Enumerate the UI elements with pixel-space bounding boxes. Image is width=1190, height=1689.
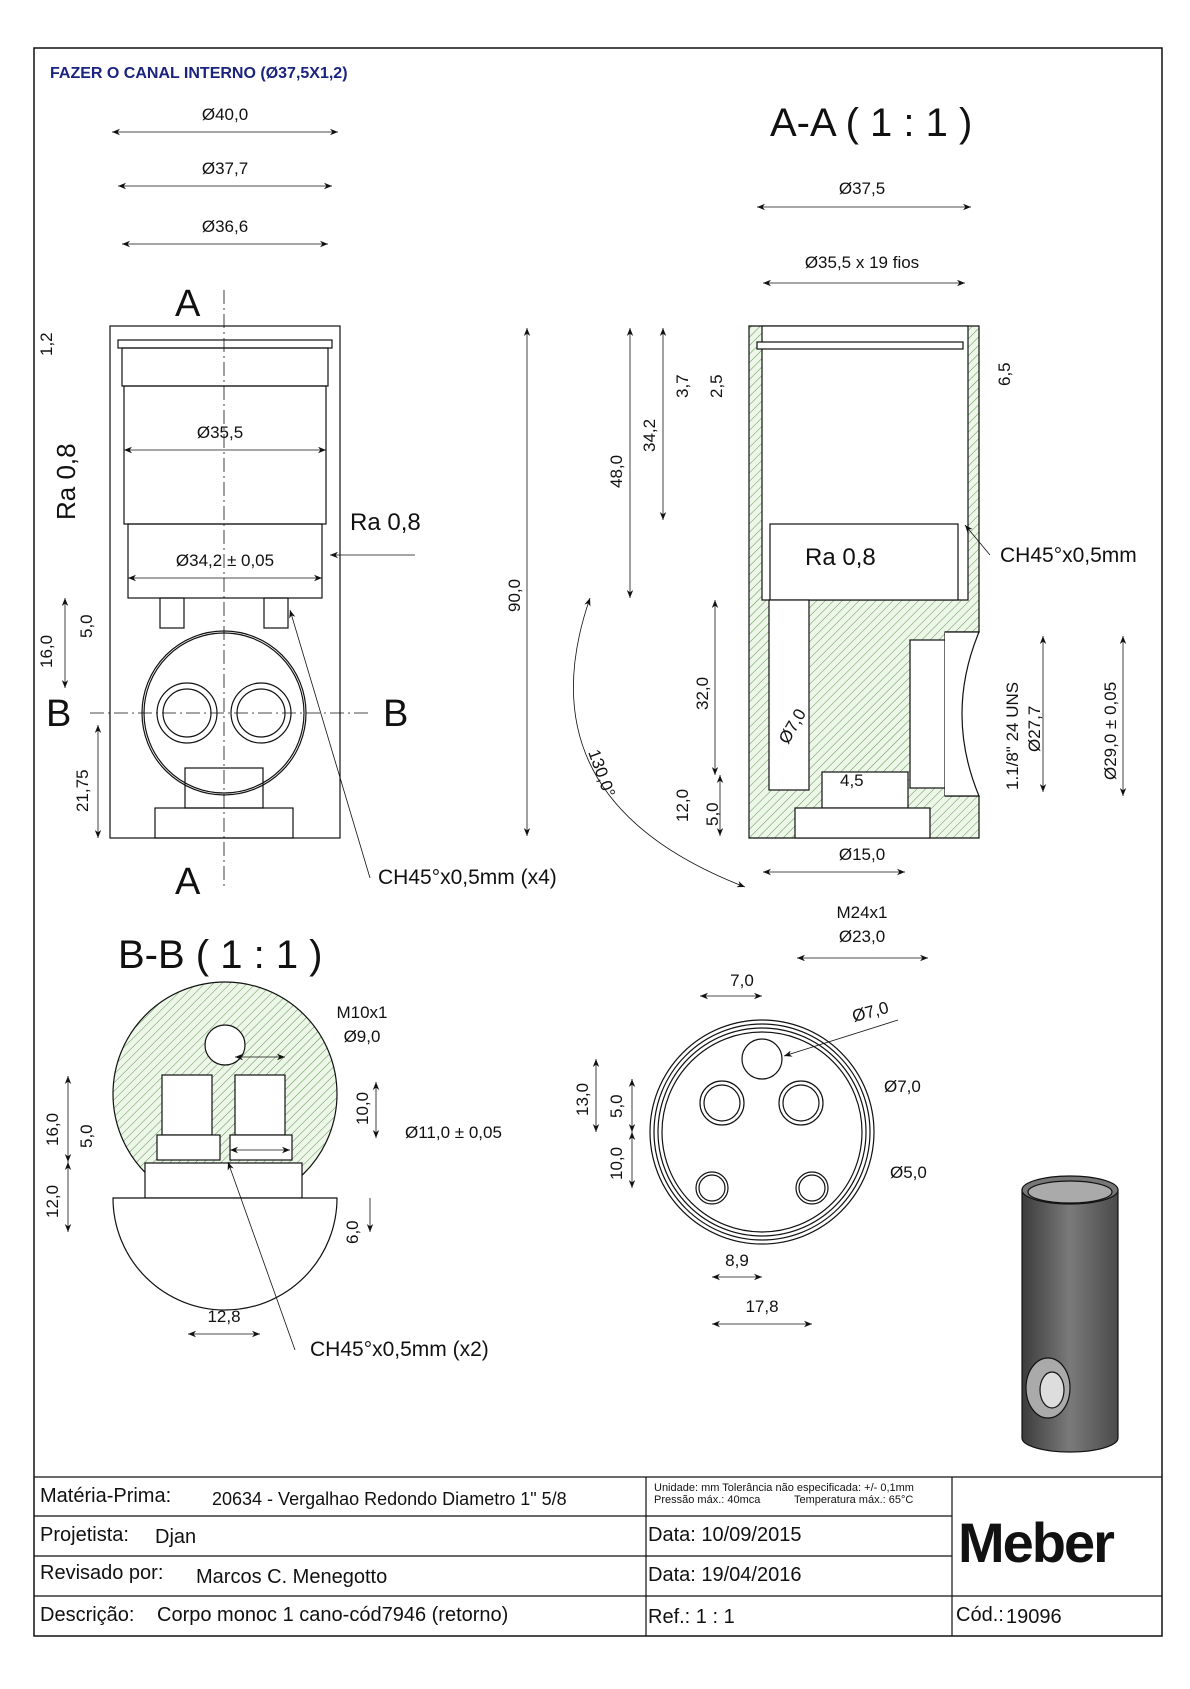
- roughness-aa: Ra 0,8: [805, 544, 876, 571]
- section-mark-a-bottom: A: [175, 861, 201, 903]
- bottom-dimensions: [592, 992, 899, 1328]
- spec-units: Unidade: mm Tolerância não especificada:…: [654, 1482, 914, 1494]
- materia-prima-value: 20634 - Vergalhao Redondo Diametro 1" 5/…: [212, 1489, 567, 1509]
- front-outline: [109, 325, 341, 839]
- dim-h5-bottom: 5,0: [607, 1094, 626, 1118]
- dim-h5-aa: 5,0: [703, 802, 722, 826]
- dim-w178: 17,8: [745, 1297, 778, 1316]
- dim-d355-threads: Ø35,5 x 19 fios: [805, 253, 919, 272]
- code-label: Cód.:: [956, 1604, 1004, 1626]
- dim-d40: Ø40,0: [202, 105, 248, 124]
- dim-d277: Ø27,7: [1025, 706, 1044, 752]
- company-logo: Meber: [958, 1511, 1115, 1574]
- dim-angle-130: 130,0°: [584, 747, 619, 800]
- dim-h2175: 21,75: [73, 769, 92, 812]
- roughness-left: Ra 0,8: [51, 443, 81, 520]
- front-view: [90, 290, 370, 890]
- dim-h16-bb: 16,0: [43, 1113, 62, 1146]
- section-aa-view: [748, 325, 980, 839]
- section-bb-dimensions: [64, 1053, 380, 1351]
- dim-h12-bb: 12,0: [43, 1185, 62, 1218]
- dim-h16: 16,0: [37, 635, 56, 668]
- section-mark-b-right: B: [383, 693, 408, 735]
- dim-d29: Ø29,0 ± 0,05: [1101, 682, 1120, 780]
- revisado-label: Revisado por:: [40, 1562, 164, 1584]
- dim-d15: Ø15,0: [839, 845, 885, 864]
- spec-temperature: Temperatura máx.: 65°C: [794, 1494, 914, 1506]
- dim-w45: 4,5: [840, 771, 864, 790]
- revisado-value: Marcos C. Menegotto: [196, 1566, 388, 1588]
- dim-d342: Ø34,2 ± 0,05: [176, 551, 274, 570]
- isometric-preview: [1021, 1175, 1119, 1453]
- section-mark-b-left: B: [46, 693, 71, 735]
- dim-h6-bb: 6,0: [343, 1220, 362, 1244]
- dim-d7-top-hole: Ø7,0: [850, 998, 891, 1026]
- section-bb-title: B-B ( 1 : 1 ): [118, 933, 323, 977]
- code-value: 19096: [1006, 1606, 1062, 1628]
- dim-d366: Ø36,6: [202, 217, 248, 236]
- descricao-value: Corpo monoc 1 cano-cód7946 (retorno): [157, 1604, 509, 1626]
- dim-d355: Ø35,5: [197, 423, 243, 442]
- materia-prima-label: Matéria-Prima:: [40, 1485, 172, 1507]
- date-created: Data: 10/09/2015: [648, 1524, 802, 1546]
- dim-h25: 2,5: [707, 374, 726, 398]
- dim-h5: 5,0: [77, 614, 96, 638]
- chamfer-note-aa: CH45°x0,5mm: [1000, 544, 1137, 567]
- sheet-border: [33, 47, 1163, 1637]
- dim-d9: Ø9,0: [344, 1027, 381, 1046]
- section-mark-a-top: A: [175, 283, 201, 325]
- dim-m24: M24x1: [836, 903, 887, 922]
- dim-h13: 13,0: [573, 1083, 592, 1116]
- dim-d11: Ø11,0 ± 0,05: [405, 1123, 502, 1142]
- dim-w89: 8,9: [725, 1251, 749, 1270]
- chamfer-note-front: CH45°x0,5mm (x4): [378, 866, 557, 889]
- projetista-value: Djan: [155, 1526, 197, 1548]
- dim-d7-side-holes: Ø7,0: [884, 1077, 921, 1096]
- front-dimensions: [61, 128, 415, 879]
- roughness-right: Ra 0,8: [350, 509, 421, 536]
- section-bb-view: [112, 981, 338, 1311]
- dim-h90: 90,0: [505, 579, 524, 612]
- dim-h10-bottom: 10,0: [607, 1147, 626, 1180]
- title-block-grid: [34, 1476, 1162, 1636]
- dim-h65: 6,5: [995, 362, 1014, 386]
- chamfer-note-bb: CH45°x0,5mm (x2): [310, 1338, 489, 1361]
- dim-h37: 3,7: [673, 374, 692, 398]
- dim-m10: M10x1: [336, 1003, 387, 1022]
- dim-h12: 1,2: [37, 332, 56, 356]
- dim-h342: 34,2: [640, 419, 659, 452]
- bottom-view: [649, 1019, 875, 1245]
- dim-d5: Ø5,0: [890, 1163, 927, 1182]
- dim-d377: Ø37,7: [202, 159, 248, 178]
- section-aa-dimensions: [523, 203, 1127, 962]
- dim-uns-thread: 1.1/8" 24 UNS: [1003, 682, 1022, 790]
- dim-w128: 12,8: [207, 1307, 240, 1326]
- machining-note: FAZER O CANAL INTERNO (Ø37,5X1,2): [50, 65, 348, 82]
- dim-h32: 32,0: [693, 677, 712, 710]
- dim-d375: Ø37,5: [839, 179, 885, 198]
- dim-h5-bb: 5,0: [77, 1124, 96, 1148]
- projetista-label: Projetista:: [40, 1524, 129, 1546]
- date-revised: Data: 19/04/2016: [648, 1564, 802, 1586]
- section-aa-title: A-A ( 1 : 1 ): [770, 101, 972, 145]
- dim-h12-aa: 12,0: [673, 789, 692, 822]
- descricao-label: Descrição:: [40, 1604, 135, 1626]
- dim-h48: 48,0: [607, 455, 626, 488]
- dim-h10-bb: 10,0: [353, 1092, 372, 1125]
- scale-ref: Ref.: 1 : 1: [648, 1606, 735, 1628]
- spec-pressure: Pressão máx.: 40mca: [654, 1494, 761, 1506]
- dim-d23: Ø23,0: [839, 927, 885, 946]
- dim-w7: 7,0: [730, 971, 754, 990]
